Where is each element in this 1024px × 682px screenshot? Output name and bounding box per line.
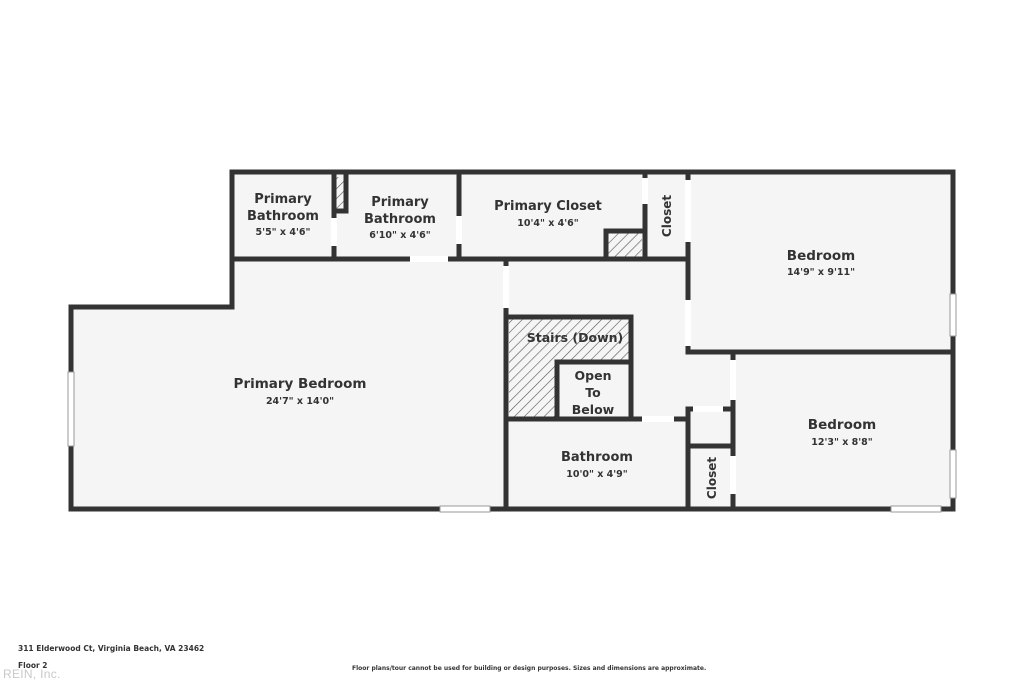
primary-bath-2-label-line2: Bathroom [364,212,436,227]
primary-bath-2-label-line1: Primary [371,195,429,210]
primary-bath-1-label-line1: Primary [254,192,312,207]
open-below-line3: Below [572,402,615,417]
bathroom-dims: 10'0" x 4'9" [566,469,628,480]
disclaimer-text: Floor plans/tour cannot be used for buil… [352,665,707,672]
bedroom-1-label: Bedroom [787,248,855,264]
bedroom-2-label: Bedroom [808,417,876,433]
primary-bath-2-dims: 6'10" x 4'6" [369,230,431,241]
primary-bath-1-label-line2: Bathroom [247,209,319,224]
property-address: 311 Elderwood Ct, Virginia Beach, VA 234… [18,644,205,653]
windows [67,293,957,513]
openings [331,178,736,494]
open-below-area [557,364,629,417]
primary-closet-label: Primary Closet [494,199,602,214]
open-below-line1: Open [575,368,612,383]
duct-hatch-closet [608,233,642,257]
open-below-line2: To [585,385,601,400]
watermark-logo: REIN, Inc. [3,667,61,681]
bathroom-label: Bathroom [561,450,633,465]
floor-label: Floor 2 [18,661,48,670]
primary-bath-1-dims: 5'5" x 4'6" [256,227,311,238]
closet-top-label: Closet [660,195,674,237]
bedroom-1-dims: 14'9" x 9'11" [787,267,855,278]
primary-bedroom-label: Primary Bedroom [234,376,367,392]
duct-hatch-top [336,177,346,209]
stairs-label: Stairs (Down) [527,330,624,345]
bedroom-2-dims: 12'3" x 8'8" [811,437,873,448]
primary-closet-dims: 10'4" x 4'6" [517,218,579,229]
primary-bedroom-dims: 24'7" x 14'0" [266,396,334,407]
closet-bottom-label: Closet [705,457,719,499]
